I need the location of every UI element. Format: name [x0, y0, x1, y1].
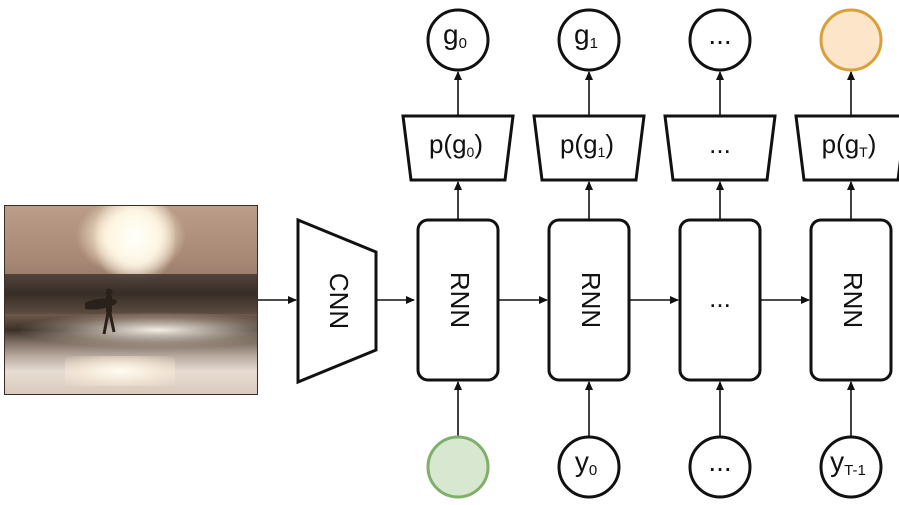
- output-label-0-subscript: 0: [459, 35, 467, 52]
- output-label-0-base: g: [443, 19, 459, 50]
- distribution-label-3-base: p(g: [822, 129, 860, 159]
- rnn-cell-3: [809, 218, 893, 382]
- distribution-label-3: p(gT): [822, 129, 877, 160]
- input-label-1-subscript: 0: [589, 462, 597, 479]
- distribution-node-0: [401, 114, 515, 182]
- distribution-label-3-close: ): [868, 129, 877, 159]
- column-0: g0p(g0)RNN: [401, 8, 548, 499]
- input-label-1: y0: [575, 446, 597, 479]
- distribution-label-1-close: ): [605, 129, 614, 159]
- distribution-label-2: ...: [709, 129, 731, 159]
- distribution-label-0-subscript: 0: [467, 144, 475, 160]
- distribution-label-3-subscript: T: [859, 144, 868, 160]
- input-label-2-base: ...: [708, 446, 731, 477]
- output-node-1: [557, 8, 621, 72]
- input-node-0: [426, 435, 490, 499]
- rnn-label-0: RNN: [445, 272, 475, 328]
- column-3: p(gT) RNN yT-1: [794, 8, 899, 499]
- rnn-label-1: RNN: [576, 272, 606, 328]
- input-node-3: [819, 435, 883, 499]
- input-label-3: yT-1: [830, 446, 866, 479]
- rnn-label-2: ...: [709, 283, 731, 313]
- distribution-label-1-subscript: 1: [598, 144, 606, 160]
- output-node-2: [688, 8, 752, 72]
- column-2: ............: [663, 8, 810, 499]
- output-label-2-base: ...: [708, 19, 731, 50]
- distribution-label-1: p(g1): [560, 129, 614, 160]
- cnn-encoder: CNN: [296, 217, 378, 385]
- distribution-label-0-close: ): [474, 129, 483, 159]
- input-label-2: ...: [708, 446, 731, 477]
- output-label-1: g1: [574, 19, 598, 52]
- input-node-1: [557, 435, 621, 499]
- input-label-1-base: y: [575, 446, 589, 477]
- input-node-2: [688, 435, 752, 499]
- input-image: [4, 205, 258, 395]
- rnn-label-3: RNN: [838, 272, 868, 328]
- output-node-3: [819, 8, 883, 72]
- cnn-label: CNN: [324, 273, 354, 329]
- surfer-silhouette-icon: [85, 288, 117, 335]
- output-label-1-subscript: 1: [590, 35, 598, 52]
- distribution-label-0: p(g0): [429, 129, 483, 160]
- distribution-node-1: [532, 114, 646, 182]
- output-node-0: [426, 8, 490, 72]
- input-label-3-base: y: [830, 446, 844, 477]
- distribution-node-2: [663, 114, 777, 182]
- output-label-0: g0: [443, 19, 467, 52]
- output-label-1-base: g: [574, 19, 590, 50]
- distribution-node-3: [794, 114, 899, 182]
- input-label-3-subscript: T-1: [844, 462, 866, 479]
- distribution-label-0-base: p(g: [429, 129, 467, 159]
- distribution-label-1-base: p(g: [560, 129, 598, 159]
- output-label-2: ...: [708, 19, 731, 50]
- distribution-label-2-base: ...: [709, 129, 731, 159]
